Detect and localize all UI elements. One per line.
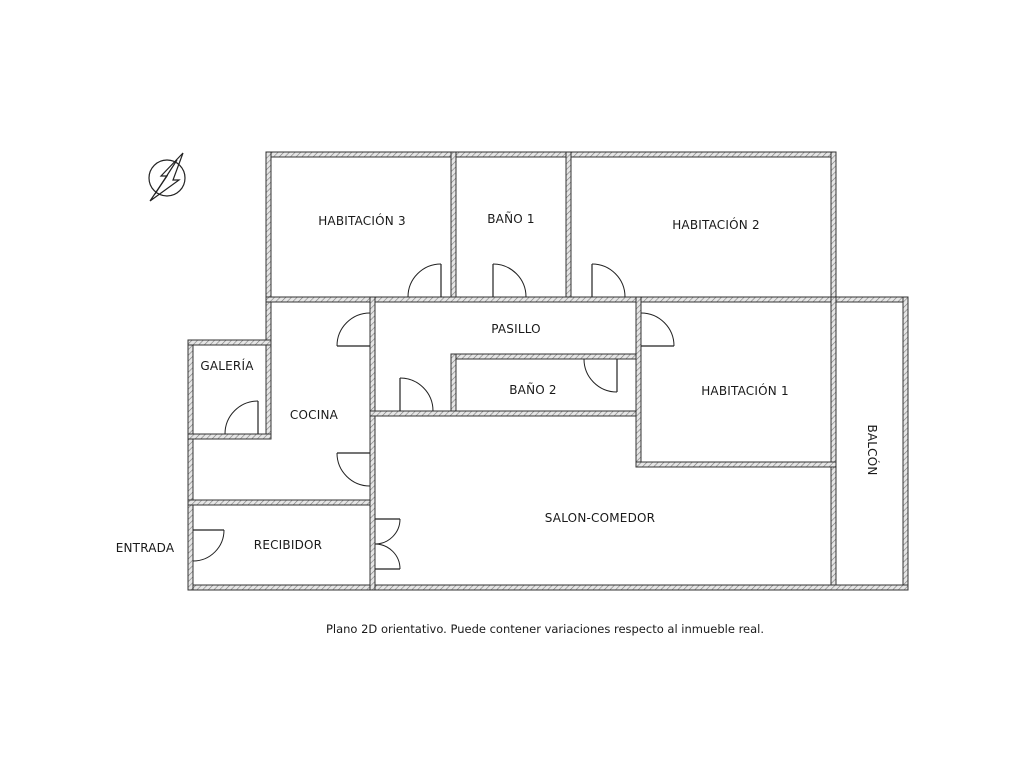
disclaimer-note: Plano 2D orientativo. Puede contener var…	[326, 622, 764, 636]
label-cocina: COCINA	[290, 408, 339, 422]
door-bano2	[583, 358, 618, 393]
walls	[187, 151, 909, 591]
door-habitacion2	[591, 263, 626, 298]
door-cocina-lower	[336, 452, 371, 487]
label-habitacion3: HABITACIÓN 3	[318, 213, 406, 228]
north-arrow-icon	[148, 152, 186, 202]
label-bano2: BAÑO 2	[509, 382, 557, 397]
door-pasillo-salon	[399, 377, 434, 412]
door-entrada	[192, 529, 225, 562]
label-entrada: ENTRADA	[116, 541, 175, 555]
label-galeria: GALERÍA	[200, 358, 254, 373]
door-salon-double	[374, 518, 401, 570]
label-pasillo: PASILLO	[491, 322, 541, 336]
label-salon: SALON-COMEDOR	[545, 511, 655, 525]
door-galeria	[224, 400, 259, 435]
label-habitacion1: HABITACIÓN 1	[701, 383, 789, 398]
label-bano1: BAÑO 1	[487, 211, 535, 226]
label-balcon: BALCÓN	[865, 424, 880, 475]
door-cocina-top	[336, 312, 371, 347]
door-habitacion1	[640, 312, 675, 347]
door-habitacion3	[407, 263, 442, 298]
door-bano1	[492, 263, 527, 298]
label-habitacion2: HABITACIÓN 2	[672, 217, 760, 232]
room-labels: HABITACIÓN 3 BAÑO 1 HABITACIÓN 2 PASILLO…	[116, 211, 880, 555]
label-recibidor: RECIBIDOR	[254, 538, 322, 552]
doors	[192, 263, 675, 570]
